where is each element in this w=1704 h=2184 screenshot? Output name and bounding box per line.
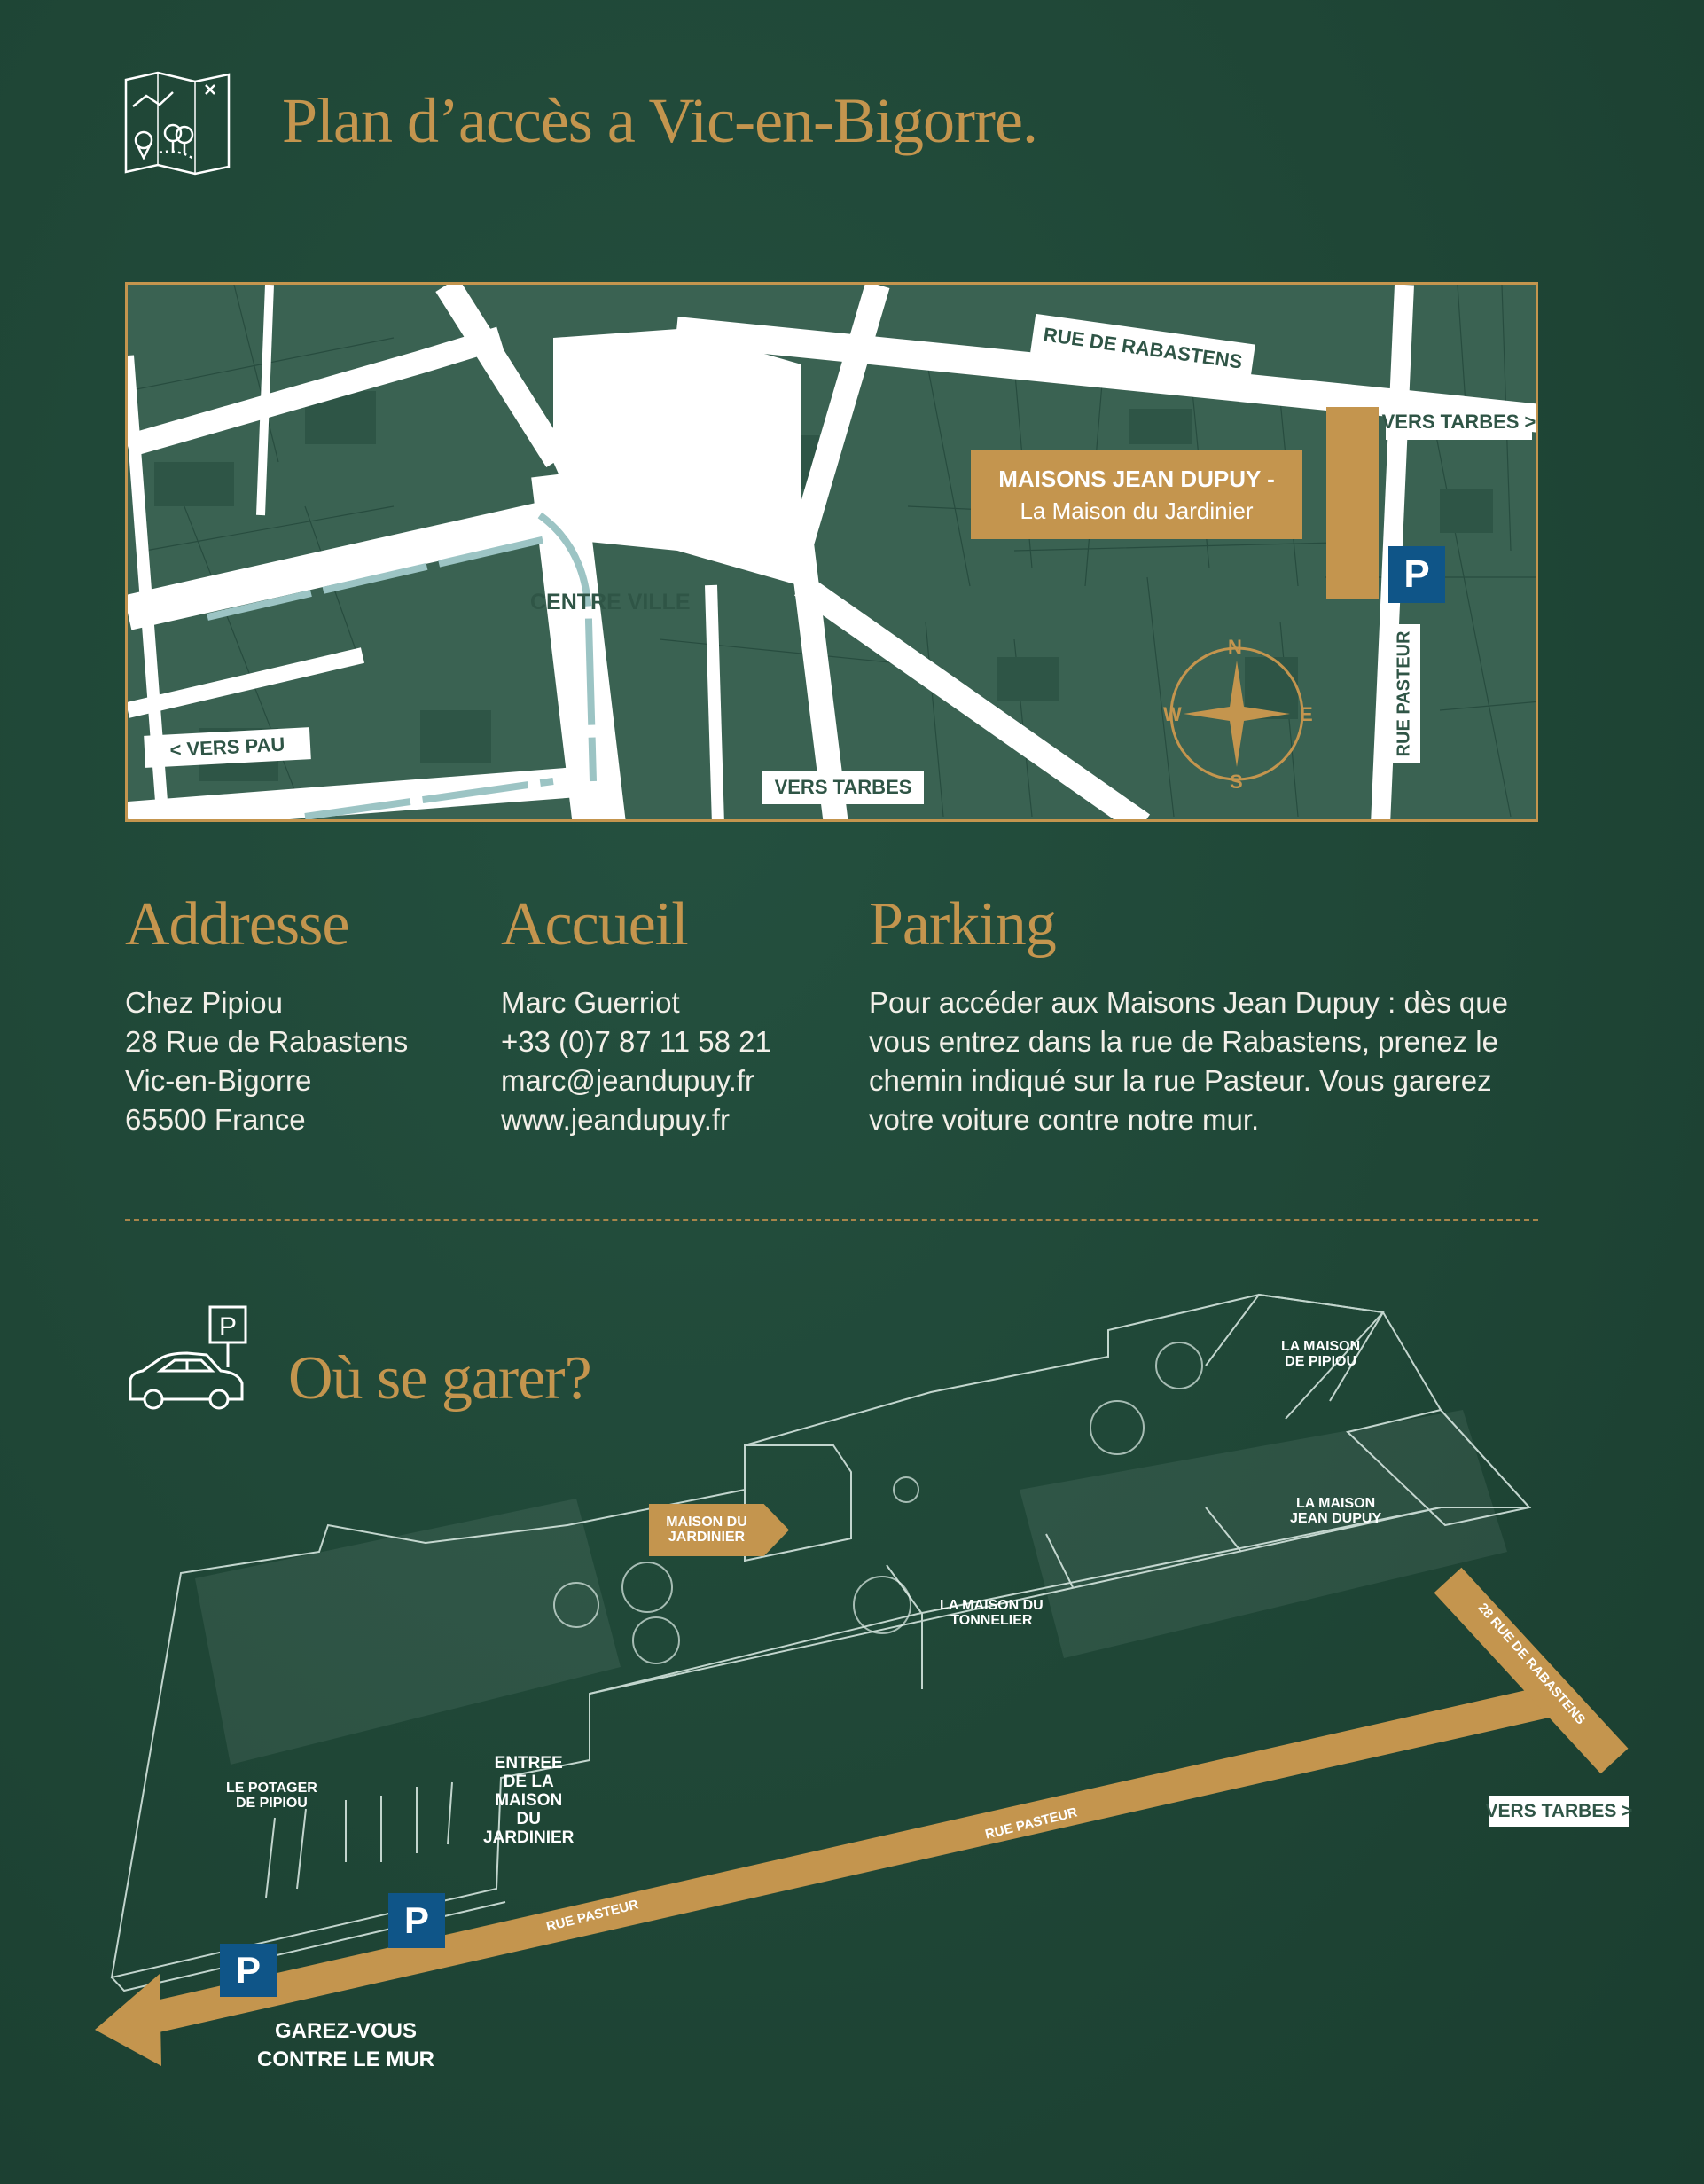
destination-line1: MAISONS JEAN DUPUY - (998, 466, 1275, 492)
car-parking-icon: P (129, 1305, 247, 1410)
parking-heading: Parking (869, 890, 1057, 959)
parking-section-title: Où se garer? (288, 1344, 592, 1413)
label-maison-tonnelier: LA MAISON DU TONNELIER (940, 1598, 1044, 1628)
label-entree: ENTREE DE LA MAISON DU JARDINIER (483, 1754, 575, 1847)
address-column: Addresse Chez Pipiou 28 Rue de Rabastens… (125, 889, 408, 1139)
label-maison-pipiou: LA MAISON DE PIPIOU (1281, 1339, 1361, 1369)
phone-link[interactable]: +33 (0)7 87 11 58 21 (501, 1025, 771, 1058)
address-line: 65500 France (125, 1103, 306, 1136)
compass-n: N (1228, 636, 1242, 658)
divider (125, 1219, 1538, 1221)
label-garez-vous: GAREZ-VOUS CONTRE LE MUR (257, 2019, 434, 2071)
street-label-vers-tarbes-south: VERS TARBES (762, 771, 924, 804)
compass-icon (1169, 646, 1304, 781)
parking-text: votre voiture contre notre mur. (869, 1103, 1260, 1136)
estate-sketch (95, 1293, 1629, 2066)
address-heading: Addresse (125, 890, 349, 959)
parking-sign-icon: P (388, 1893, 445, 1948)
road-rue-pasteur (95, 1567, 1629, 2066)
parking-text: Pour accéder aux Maisons Jean Dupuy : dè… (869, 986, 1508, 1019)
centre-ville-label: CENTRE VILLE (530, 590, 691, 614)
parking-column: Parking Pour accéder aux Maisons Jean Du… (869, 889, 1508, 1139)
address-line: Chez Pipiou (125, 986, 283, 1019)
map-icon (124, 71, 231, 176)
destination-line2: La Maison du Jardinier (1020, 497, 1254, 524)
reception-column: Accueil Marc Guerriot +33 (0)7 87 11 58 … (501, 889, 771, 1139)
compass-s: S (1230, 771, 1243, 793)
address-line: Vic-en-Bigorre (125, 1064, 312, 1097)
page-title: Plan d’accès a Vic-en-Bigorre. (282, 85, 1038, 156)
maison-jardinier-marker: MAISON DU JARDINIER (649, 1504, 789, 1556)
access-map: RUE DE RABASTENS VERS TARBES > MAISONS J… (125, 282, 1538, 822)
parking-text: vous entrez dans la rue de Rabastens, pr… (869, 1025, 1498, 1058)
contact-name: Marc Guerriot (501, 986, 680, 1019)
street-map (128, 285, 1536, 819)
destination-label: MAISONS JEAN DUPUY - La Maison du Jardin… (971, 450, 1302, 539)
compass-e: E (1300, 703, 1313, 725)
label-potager: LE POTAGER DE PIPIOU (226, 1781, 317, 1811)
vers-tarbes-sign: VERS TARBES > (1486, 1796, 1632, 1827)
website-link[interactable]: www.jeandupuy.fr (501, 1103, 731, 1136)
parking-text: chemin indiqué sur la rue Pasteur. Vous … (869, 1064, 1492, 1097)
street-label-vers-tarbes-east: VERS TARBES > (1382, 404, 1536, 440)
parking-sign-icon: P (1388, 546, 1445, 603)
compass-w: W (1163, 703, 1182, 725)
arrow-left-icon (95, 1974, 161, 2066)
parking-sign-icon: P (220, 1944, 277, 1997)
street-label-rue-pasteur: RUE PASTEUR (1387, 624, 1420, 763)
label-maison-jean-dupuy: LA MAISON JEAN DUPUY (1290, 1496, 1382, 1526)
address-line: 28 Rue de Rabastens (125, 1025, 409, 1058)
svg-text:P: P (219, 1312, 237, 1342)
reception-heading: Accueil (501, 890, 689, 959)
email-link[interactable]: marc@jeandupuy.fr (501, 1064, 755, 1097)
destination-building (1326, 407, 1379, 599)
